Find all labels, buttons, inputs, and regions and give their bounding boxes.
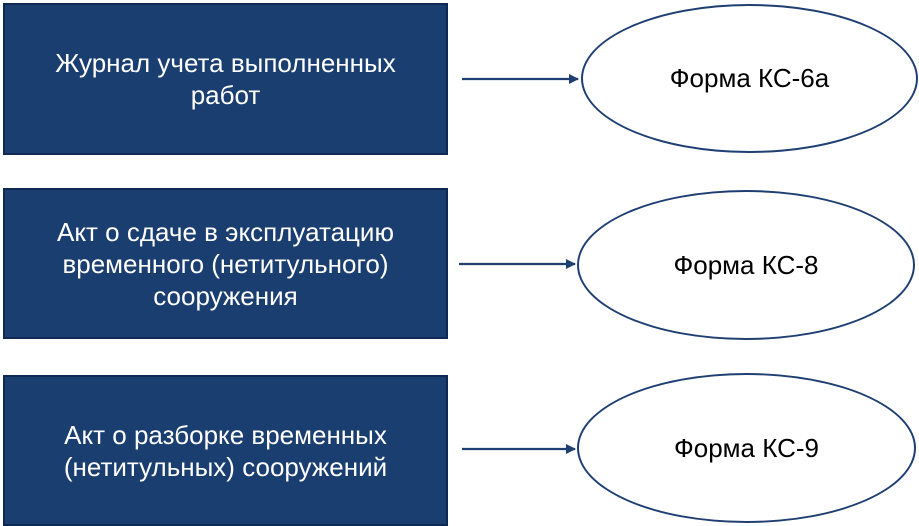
document-box-commissioning-act: Акт о сдаче в эксплуатацию временного (н… (3, 188, 448, 339)
form-ellipse-ks-9: Форма КС-9 (577, 373, 916, 523)
form-ellipse-ks-8: Форма КС-8 (577, 190, 915, 340)
form-label-ks-8: Форма КС-8 (673, 249, 819, 280)
document-label-dismantling-act: Акт о разборке временных (нетитульных) с… (63, 419, 388, 482)
document-box-dismantling-act: Акт о разборке временных (нетитульных) с… (3, 375, 448, 526)
document-label-work-log: Журнал учета выполненных работ (55, 48, 396, 110)
document-label-commissioning-act: Акт о сдаче в эксплуатацию временного (н… (57, 216, 394, 311)
form-label-ks-6a: Форма КС-6а (669, 63, 830, 93)
form-label-ks-9: Форма КС-9 (674, 432, 819, 463)
document-box-work-log: Журнал учета выполненных работ (3, 3, 448, 155)
form-ellipse-ks-6a: Форма КС-6а (581, 4, 918, 153)
